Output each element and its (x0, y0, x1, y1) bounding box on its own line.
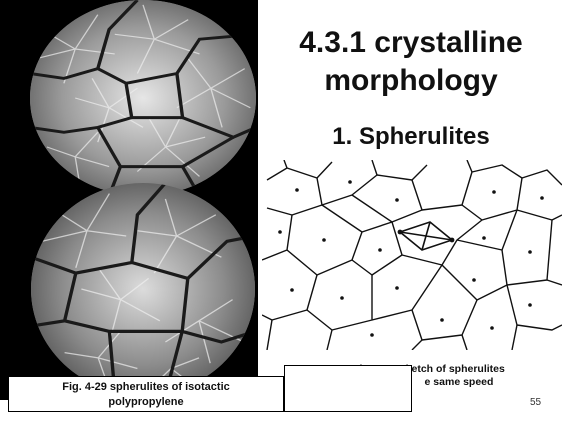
fig-4-29-caption: Fig. 4-29 spherulites of isotactic polyp… (8, 376, 284, 412)
slide-title: 4.3.1 crystalline morphology (262, 24, 560, 100)
fig-4-29-caption-line2: polypropylene (108, 396, 184, 408)
spherulite-sketch (262, 160, 562, 350)
slide-title-line2: morphology (324, 64, 498, 97)
slide-title-line1: 4.3.1 crystalline (299, 26, 523, 59)
micrograph-panel (0, 0, 258, 400)
fig-4-30-caption-line2: e same speed (424, 376, 494, 388)
caption-cover-box (284, 365, 412, 412)
fig-4-29-caption-line1: Fig. 4-29 spherulites of isotactic (62, 381, 230, 393)
spherulite-micrograph-bottom (31, 183, 255, 395)
section-heading: 1. Spherulites (332, 123, 490, 150)
spherulite-micrograph-top (30, 0, 256, 196)
page-number: 55 (530, 397, 542, 408)
